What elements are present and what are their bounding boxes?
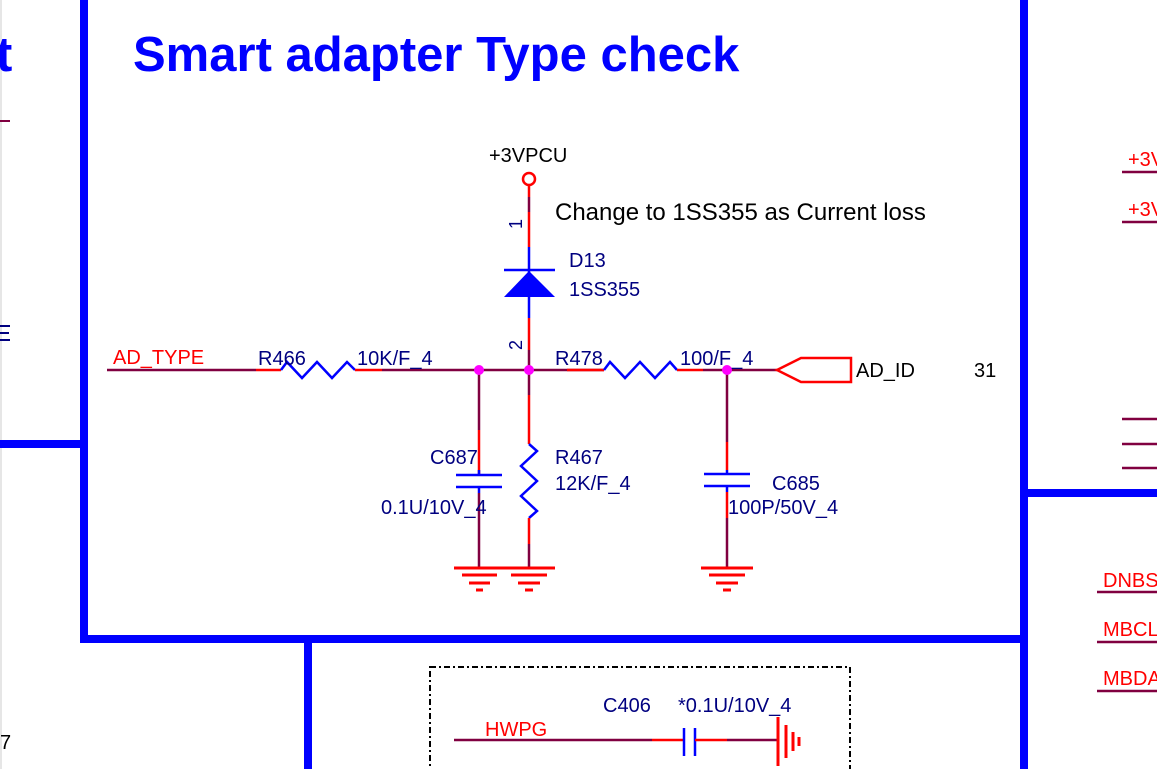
capacitor-c687-value: 0.1U/10V_4 [381, 497, 487, 519]
resistor-r466-icon [280, 360, 356, 380]
diode-pin1-label: 1 [506, 219, 526, 229]
capacitor-c685 [704, 370, 750, 568]
offpage-connector-icon[interactable] [774, 356, 853, 384]
capacitor-c687 [456, 370, 502, 568]
ad-type-net [107, 360, 777, 380]
design-note: Change to 1SS355 as Current loss [555, 199, 926, 226]
diode-pin2-label: 2 [506, 340, 526, 350]
capacitor-c685-value: 100P/50V_4 [728, 497, 838, 519]
resistor-r478-icon [603, 360, 678, 380]
junction-dot [722, 365, 732, 375]
right-power-label-2: +3V [1128, 199, 1157, 221]
net-label-hwpg[interactable]: HWPG [485, 719, 547, 741]
resistor-r466-ref: R466 [258, 348, 306, 370]
right-net-label-mbcl: MBCL [1103, 619, 1157, 641]
resistor-r467 [519, 370, 539, 568]
right-net-label-mbda: MBDA [1103, 668, 1157, 690]
hwpg-net [454, 728, 777, 756]
power-label: +3VPCU [489, 145, 567, 167]
resistor-r478-value: 100/F_4 [680, 348, 753, 370]
diode-ref: D13 [569, 250, 606, 272]
capacitor-c406-ref: C406 [603, 695, 651, 717]
net-label-ad-id[interactable]: AD_ID [856, 360, 915, 382]
diode-icon [504, 271, 555, 297]
net-label-ad-type[interactable]: AD_TYPE [113, 347, 204, 369]
left-number-fragment: 7 [0, 732, 11, 754]
capacitor-c406-value: *0.1U/10V_4 [678, 695, 791, 717]
diode-part: 1SS355 [569, 279, 640, 301]
resistor-r467-ref: R467 [555, 447, 603, 469]
junction-dot [524, 365, 534, 375]
junction-dot [474, 365, 484, 375]
capacitor-c685-ref: C685 [772, 473, 820, 495]
right-power-label-1: +3V [1128, 149, 1157, 171]
left-bus-icon [0, 325, 10, 341]
ground-icon [701, 566, 753, 592]
left-gutter [0, 0, 2, 769]
left-title-fragment: t [0, 28, 12, 82]
resistor-r478-ref: R478 [555, 348, 603, 370]
resistor-r467-value: 12K/F_4 [555, 473, 631, 495]
diode-d13 [504, 185, 555, 370]
power-port-icon [521, 171, 537, 187]
lower-dashed-block [429, 666, 851, 769]
right-net-label-dnbs: DNBS [1103, 570, 1157, 592]
resistor-r466-value: 10K/F_4 [357, 348, 433, 370]
ground-icon [454, 566, 505, 592]
capacitor-c687-ref: C687 [430, 447, 478, 469]
ground-icon [504, 566, 555, 592]
resistor-r467-icon [519, 443, 539, 519]
ad-id-page-ref: 31 [974, 360, 996, 382]
ground-icon [776, 717, 801, 766]
sheet-title: Smart adapter Type check [133, 28, 740, 82]
